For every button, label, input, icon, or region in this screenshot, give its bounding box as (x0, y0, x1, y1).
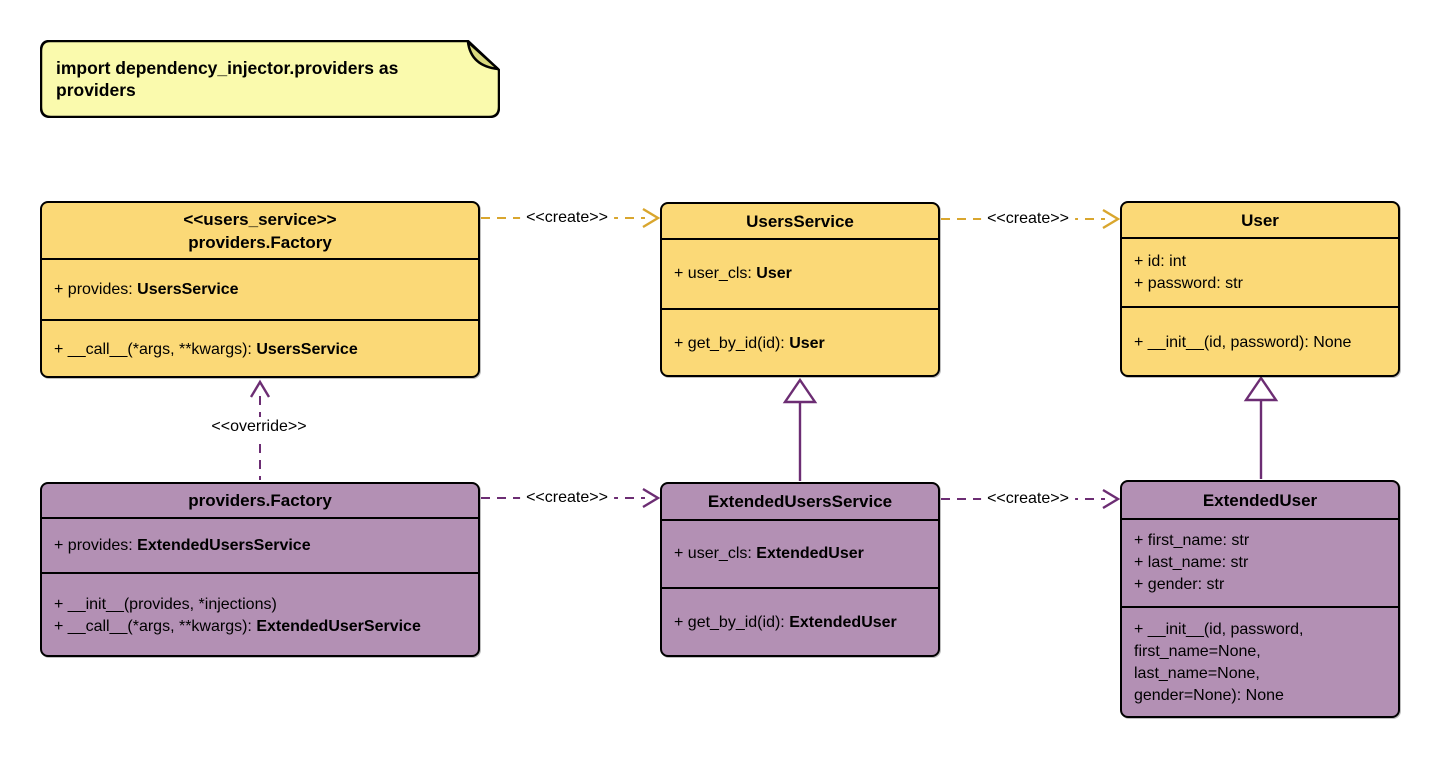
inheritance-arrow-1-triangle-icon (782, 377, 818, 404)
member-line: + gender: str (1134, 576, 1225, 593)
class-name: UsersService (746, 211, 854, 231)
class-attributes: + provides: UsersService (42, 258, 478, 319)
member-line: + provides: ExtendedUsersService (54, 536, 311, 554)
create-label-3: <<create>> (520, 488, 614, 508)
class-methods: + get_by_id(id): ExtendedUser (662, 587, 938, 655)
member-line: + id: int (1134, 252, 1187, 270)
member-line: first_name=None, (1134, 643, 1261, 660)
class-methods: + __init__(id, password): None (1122, 306, 1398, 375)
member-line: + __init__(id, password, (1134, 621, 1304, 638)
member-line: last_name=None, (1134, 665, 1260, 682)
member-line: + get_by_id(id): User (674, 334, 825, 352)
member-line: + __call__(*args, **kwargs): UsersServic… (54, 340, 358, 358)
create-arrow-4-head-icon (1102, 488, 1121, 510)
class-extended-users-service: ExtendedUsersService + user_cls: Extende… (660, 482, 940, 657)
class-stereotype: <<users_service>> (183, 209, 337, 229)
member-line: + __call__(*args, **kwargs): ExtendedUse… (54, 617, 421, 635)
class-attributes: + first_name: str + last_name: str + gende… (1122, 518, 1398, 606)
class-user: User + id: int + password: str + __init__… (1120, 201, 1400, 377)
override-arrow-head-icon (249, 379, 271, 398)
override-label: <<override>> (205, 417, 313, 437)
class-methods: + __call__(*args, **kwargs): UsersServic… (42, 319, 478, 376)
inheritance-arrow-2-triangle-icon (1243, 375, 1279, 402)
import-note: import dependency_injector.providers as … (40, 40, 500, 118)
class-attributes: + id: int + password: str (1122, 237, 1398, 306)
create-label-1: <<create>> (520, 208, 614, 228)
class-title: User (1122, 203, 1398, 237)
class-attributes: + user_cls: User (662, 238, 938, 308)
member-line: + user_cls: User (674, 265, 792, 282)
note-shape (40, 40, 500, 118)
create-arrow-2-head-icon (1102, 208, 1121, 230)
class-methods: + __init__(id, password, first_name=None,… (1122, 606, 1398, 716)
class-title: ExtendedUsersService (662, 484, 938, 519)
class-methods: + get_by_id(id): User (662, 308, 938, 375)
class-title: providers.Factory (42, 484, 478, 517)
class-users-service: UsersService + user_cls: User + get_by_i… (660, 202, 940, 377)
create-arrow-1-head-icon (642, 207, 661, 229)
class-name: providers.Factory (188, 232, 332, 252)
create-label-4: <<create>> (981, 489, 1075, 509)
member-line: + get_by_id(id): ExtendedUser (674, 614, 897, 631)
class-name: ExtendedUser (1202, 490, 1318, 510)
class-attributes: + provides: ExtendedUsersService (42, 517, 478, 572)
note-body (40, 40, 500, 118)
note-text: import dependency_injector.providers as … (56, 58, 399, 100)
class-attributes: + user_cls: ExtendedUser (662, 519, 938, 587)
class-methods: + __init__(provides, *injections) + __cal… (42, 572, 478, 655)
note-folded-corner-icon (466, 40, 500, 71)
member-line: gender=None): None (1134, 687, 1284, 704)
class-factory-users-service: <<users_service>> providers.Factory + pro… (40, 201, 480, 378)
create-label-2: <<create>> (981, 209, 1075, 229)
member-line: + provides: UsersService (54, 280, 239, 298)
class-name: ExtendedUsersService (707, 492, 893, 511)
member-line: + last_name: str (1134, 554, 1249, 571)
class-name: providers.Factory (188, 491, 332, 510)
class-title: ExtendedUser (1122, 482, 1398, 518)
create-arrow-3-head-icon (642, 487, 661, 509)
class-title: UsersService (662, 204, 938, 238)
member-line: + __init__(provides, *injections) (54, 595, 277, 613)
class-extended-user: ExtendedUser + first_name: str + last_nam… (1120, 480, 1400, 718)
class-providers-factory: providers.Factory + provides: ExtendedUs… (40, 482, 480, 657)
class-name: User (1241, 210, 1279, 230)
member-line: + user_cls: ExtendedUser (674, 545, 864, 562)
member-line: + first_name: str (1134, 532, 1250, 549)
member-line: + __init__(id, password): None (1134, 333, 1352, 351)
member-line: + password: str (1134, 274, 1243, 292)
class-title: <<users_service>> providers.Factory (42, 203, 478, 258)
